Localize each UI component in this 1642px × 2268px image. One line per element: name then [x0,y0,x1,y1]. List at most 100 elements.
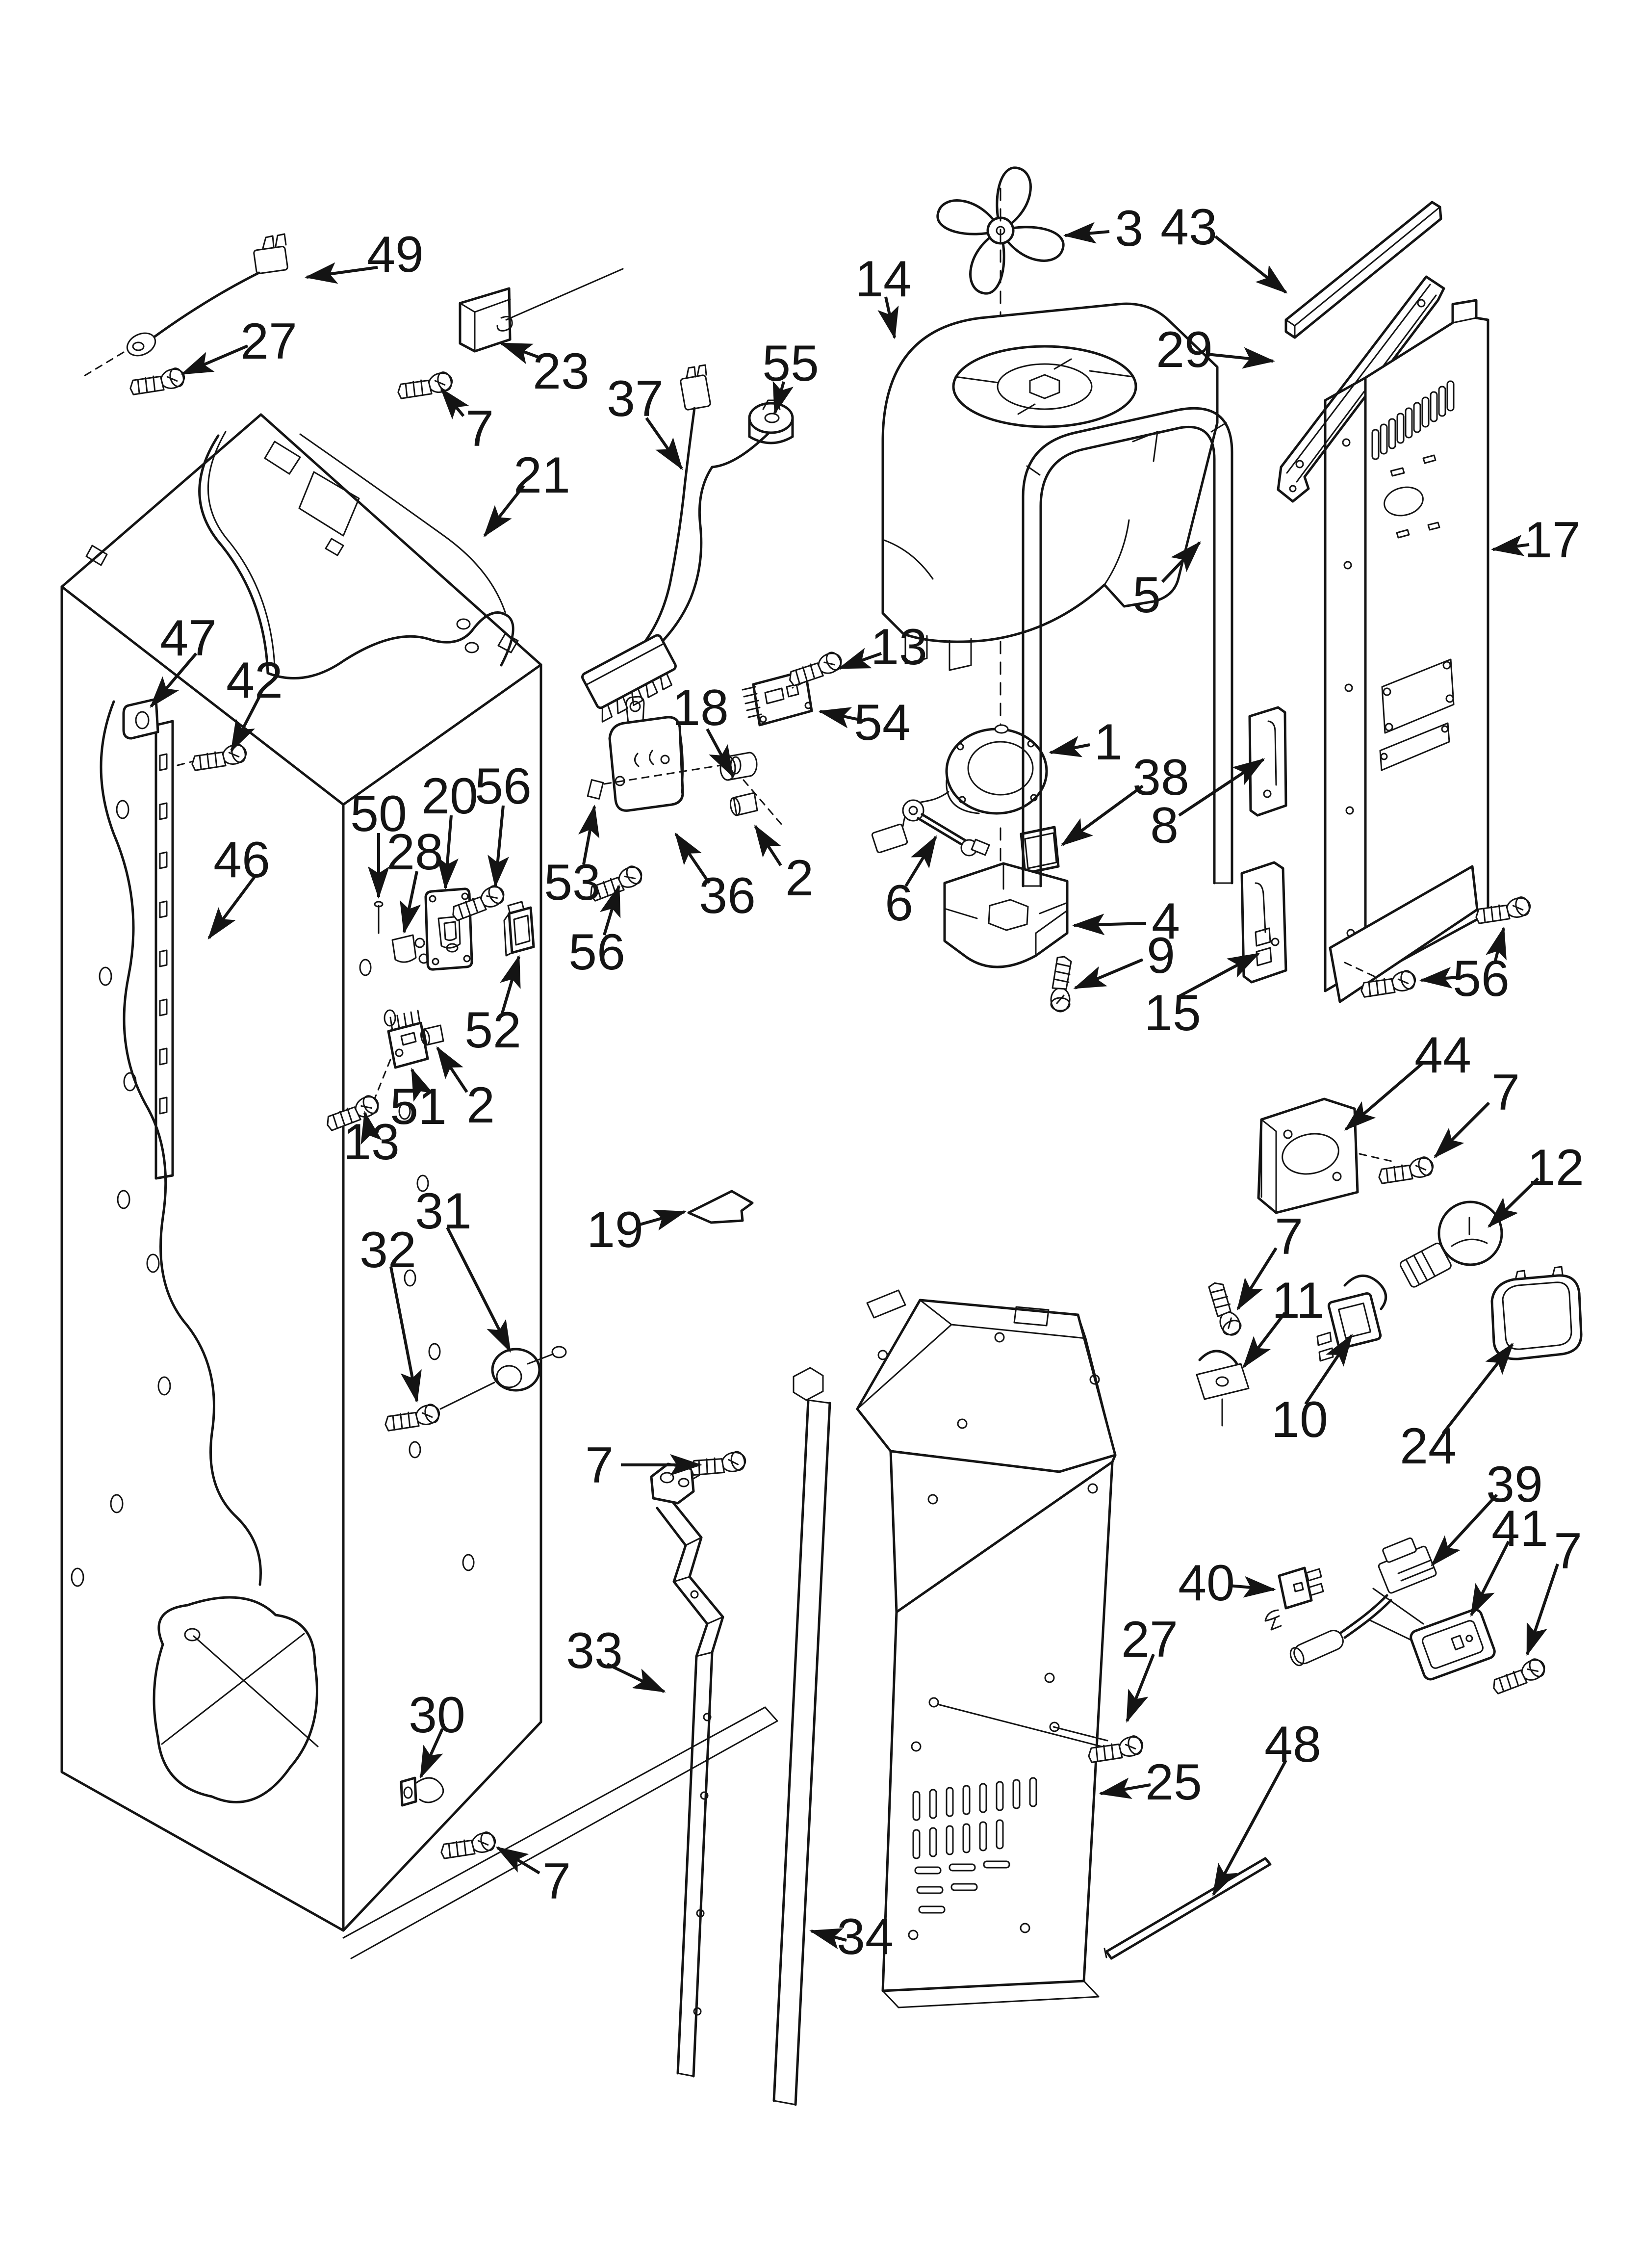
screw-42 [189,740,250,778]
callout-13: 13 [871,619,927,676]
spacer-2a [729,792,758,816]
trim-strip-43 [1284,201,1442,339]
callout-5: 5 [1132,567,1161,624]
callout-54: 54 [854,694,911,751]
side-bracket-8 [1248,706,1287,817]
screw-7-bottom [438,1828,499,1866]
callout-39: 39 [1486,1456,1543,1513]
wire-clamp-11 [1196,1350,1250,1427]
screw-9 [1050,956,1072,1013]
callout-27: 27 [240,313,297,370]
callout-10: 10 [1271,1391,1328,1448]
latch-plate-20-cluster [323,881,535,1137]
callout-17: 17 [1524,512,1581,569]
callout-25: 25 [1145,1754,1202,1811]
callout-55: 55 [762,335,819,392]
liner-holes [71,800,475,1587]
callout-49: 49 [367,226,424,283]
callout-56: 56 [1453,950,1510,1007]
trim-rod-48 [1103,1857,1272,1960]
screw-27-top [128,364,188,402]
spring-clip-28 [391,934,417,963]
fan-blade-3 [936,166,1065,295]
label-strip-19 [687,1190,754,1224]
wire-harness-39 [1289,1537,1437,1667]
fan-shroud-14 [881,302,1219,671]
light-bulb-12 [1400,1200,1503,1288]
motor-bracket-4 [943,862,1069,968]
callout-21: 21 [513,447,570,504]
callout-7d: 7 [1554,1523,1582,1580]
support-bracket-29 [1277,275,1445,503]
terminal-board-51 [373,1010,429,1102]
callout-30: 30 [409,1687,465,1744]
callout-34: 34 [837,1908,894,1965]
callout-36: 36 [699,867,756,924]
terminal-bracket-40 [1264,1566,1324,1631]
grommet-31 [383,1346,567,1438]
callout-48: 48 [1264,1716,1321,1773]
callout-29: 29 [1156,321,1213,378]
callout-27b: 27 [1121,1611,1178,1668]
gasket-channel-5 [1022,407,1233,887]
callout-20: 20 [421,768,478,825]
callout-19: 19 [587,1201,643,1258]
callout-24: 24 [1400,1418,1457,1475]
callout-13b: 13 [343,1114,400,1171]
bracket-52 [503,906,535,957]
liner-clip-30 [400,1776,499,1866]
callout-2b: 2 [466,1077,495,1134]
callout-labels: 49 27 7 23 21 37 55 14 3 43 29 17 5 13 5… [160,199,1584,1965]
callout-23: 23 [533,343,590,400]
callout-53: 53 [544,854,601,911]
bracket-23 [395,268,624,406]
rear-panel-17 [1324,299,1489,1003]
callout-arrows [150,222,1559,1950]
callout-31: 31 [415,1183,472,1240]
callout-18: 18 [672,679,729,736]
callout-11: 11 [1272,1272,1325,1329]
callout-7f: 7 [542,1853,571,1910]
callout-50: 50 [350,785,407,842]
callout-41: 41 [1491,1500,1548,1557]
callout-6: 6 [885,875,913,932]
light-socket-10 [1316,1275,1387,1362]
callout-7b: 7 [1491,1064,1520,1121]
callout-43: 43 [1160,199,1217,256]
door-wire-49 [83,233,288,402]
callout-40: 40 [1178,1555,1235,1612]
callout-56b: 56 [475,758,532,815]
callout-56c: 56 [568,924,625,981]
callout-32: 32 [359,1222,416,1278]
callout-52: 52 [464,1002,521,1059]
callout-4: 4 [1152,893,1180,950]
pcb-54 [742,647,846,727]
screw-7-bracket23 [395,368,456,406]
callout-42: 42 [226,652,283,709]
screw-32 [383,1400,443,1438]
callout-37: 37 [607,370,664,427]
air-duct-panel-25 [856,1289,1117,2008]
screw-13-top [786,647,846,693]
callout-47: 47 [160,610,217,667]
spacer-2b [420,1024,444,1046]
callout-9: 9 [1147,927,1175,984]
side-bracket-15 [1240,861,1287,984]
callout-1: 1 [1094,714,1123,771]
callout-8: 8 [1150,797,1179,854]
callout-2a: 2 [785,850,814,907]
callout-38: 38 [1132,749,1189,806]
light-lens-24 [1490,1266,1583,1360]
support-strip-33 [650,1462,724,2078]
freezer-liner-cabinet [60,413,778,1959]
callout-7c: 7 [1275,1208,1303,1265]
callout-7: 7 [465,400,494,457]
callout-12: 12 [1527,1139,1584,1196]
screw-7-switch [1489,1654,1549,1700]
switch-41 [1368,1588,1496,1681]
callout-28: 28 [386,824,443,881]
callout-51: 51 [390,1078,447,1135]
callout-15: 15 [1144,985,1201,1042]
